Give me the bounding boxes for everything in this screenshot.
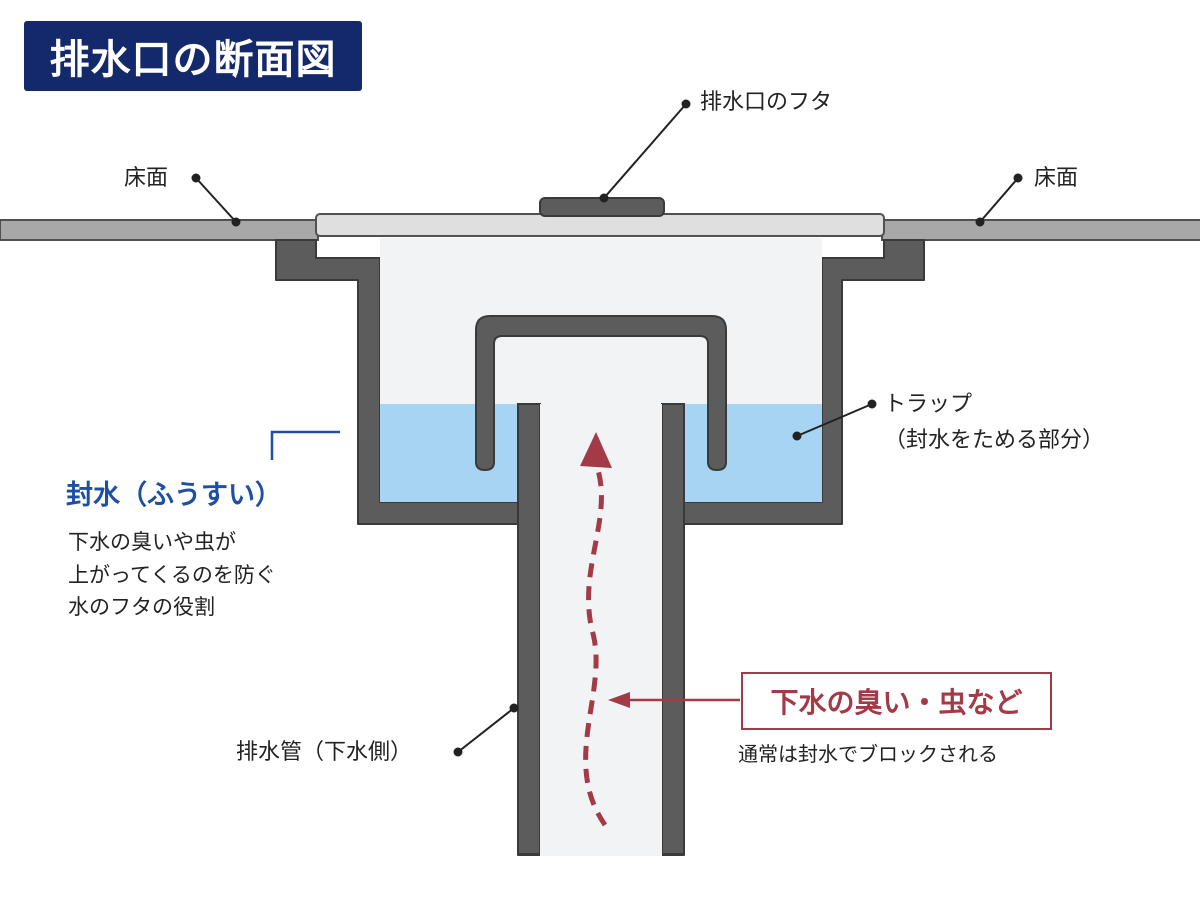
leader-trap-dot-target xyxy=(792,431,802,441)
leader-floor-right xyxy=(979,177,1019,223)
odor-callout-text: 下水の臭い・虫など xyxy=(770,686,1023,719)
label-floor-left: 床面 xyxy=(124,166,169,191)
drain-cover-plate xyxy=(315,213,885,237)
leader-cover-dot-target xyxy=(599,193,609,203)
leader-floor-right-dot-target xyxy=(975,217,985,227)
page-title: 排水口の断面図 xyxy=(49,37,337,83)
pipe-wall-right xyxy=(661,403,685,855)
seal-title: 封水（ふうすい） xyxy=(66,480,282,511)
floor-slab-left xyxy=(0,219,319,241)
odor-callout-box: 下水の臭い・虫など xyxy=(741,672,1052,730)
leader-pipe-dot-label xyxy=(453,747,463,757)
leader-cover xyxy=(603,103,687,199)
title-banner: 排水口の断面図 xyxy=(24,21,362,91)
seal-desc-line: 水のフタの役割 xyxy=(68,595,215,620)
odor-arrow-head xyxy=(580,432,612,468)
odor-pointer-head xyxy=(608,692,630,708)
label-trap-sub: （封水をためる部分） xyxy=(884,428,1105,453)
trap-bell xyxy=(475,315,727,471)
seal-desc-line: 上がってくるのを防ぐ xyxy=(68,562,276,587)
leader-pipe-dot-target xyxy=(509,703,519,713)
leader-pipe xyxy=(457,707,515,753)
leader-floor-left xyxy=(195,177,237,223)
leader-floor-left-dot-target xyxy=(231,217,241,227)
pipe-wall-left xyxy=(517,403,541,855)
floor-slab-right xyxy=(881,219,1200,241)
seal-description: 下水の臭いや虫が 上がってくるのを防ぐ 水のフタの役割 xyxy=(68,526,276,624)
label-pipe: 排水管（下水側） xyxy=(236,740,413,765)
leader-trap xyxy=(796,403,873,437)
leader-lines xyxy=(191,99,1023,757)
leader-floor-right-dot-label xyxy=(1013,173,1023,183)
label-cover: 排水口のフタ xyxy=(700,90,833,115)
leader-cover-dot-label xyxy=(681,99,691,109)
odor-rising-path xyxy=(583,469,608,827)
odor-note: 通常は封水でブロックされる xyxy=(738,742,998,766)
leader-floor-left-dot-label xyxy=(191,173,201,183)
label-trap: トラップ xyxy=(884,392,973,417)
label-floor-right: 床面 xyxy=(1034,166,1079,191)
leader-trap-dot-label xyxy=(867,399,877,409)
seal-bracket xyxy=(270,430,340,460)
seal-desc-line: 下水の臭いや虫が xyxy=(68,530,236,554)
